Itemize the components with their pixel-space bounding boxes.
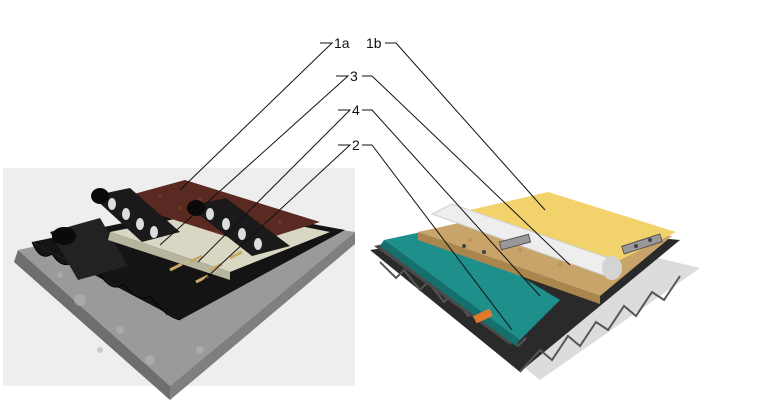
leader-4-right — [362, 109, 541, 297]
concrete-slab-side — [170, 232, 355, 400]
deck-ribs-side — [519, 275, 681, 373]
teal-membrane — [384, 228, 560, 340]
leader-2-right — [362, 144, 513, 331]
leader-2-left — [165, 144, 352, 316]
cap-roll-left — [91, 188, 180, 242]
orange-tape — [473, 308, 493, 324]
cap-roll-right — [187, 198, 290, 256]
label-3: 3 — [350, 68, 358, 84]
fastener-plates — [498, 233, 663, 255]
concrete-slab-front — [14, 250, 170, 400]
yellow-top-layer — [470, 192, 676, 262]
right-roof-section — [370, 192, 700, 380]
leader-3-left — [159, 75, 350, 246]
concrete-texture — [57, 272, 204, 365]
label-1a: 1a — [334, 35, 350, 51]
label-2: 2 — [352, 137, 360, 153]
fastener-screws — [462, 238, 652, 254]
callout-lines — [159, 42, 571, 331]
white-roll-end — [602, 256, 622, 280]
leader-3-right — [362, 75, 571, 266]
label-4: 4 — [352, 102, 360, 118]
leader-1a — [179, 42, 334, 191]
label-1b: 1b — [366, 35, 382, 51]
left-roof-section — [3, 168, 355, 400]
insulation-board-edge — [108, 232, 230, 280]
teal-membrane-edge — [380, 240, 520, 346]
wood-board-edge — [418, 232, 600, 304]
leader-1b — [385, 42, 546, 211]
leader-4-left — [197, 109, 352, 263]
black-roll-end — [52, 227, 76, 245]
